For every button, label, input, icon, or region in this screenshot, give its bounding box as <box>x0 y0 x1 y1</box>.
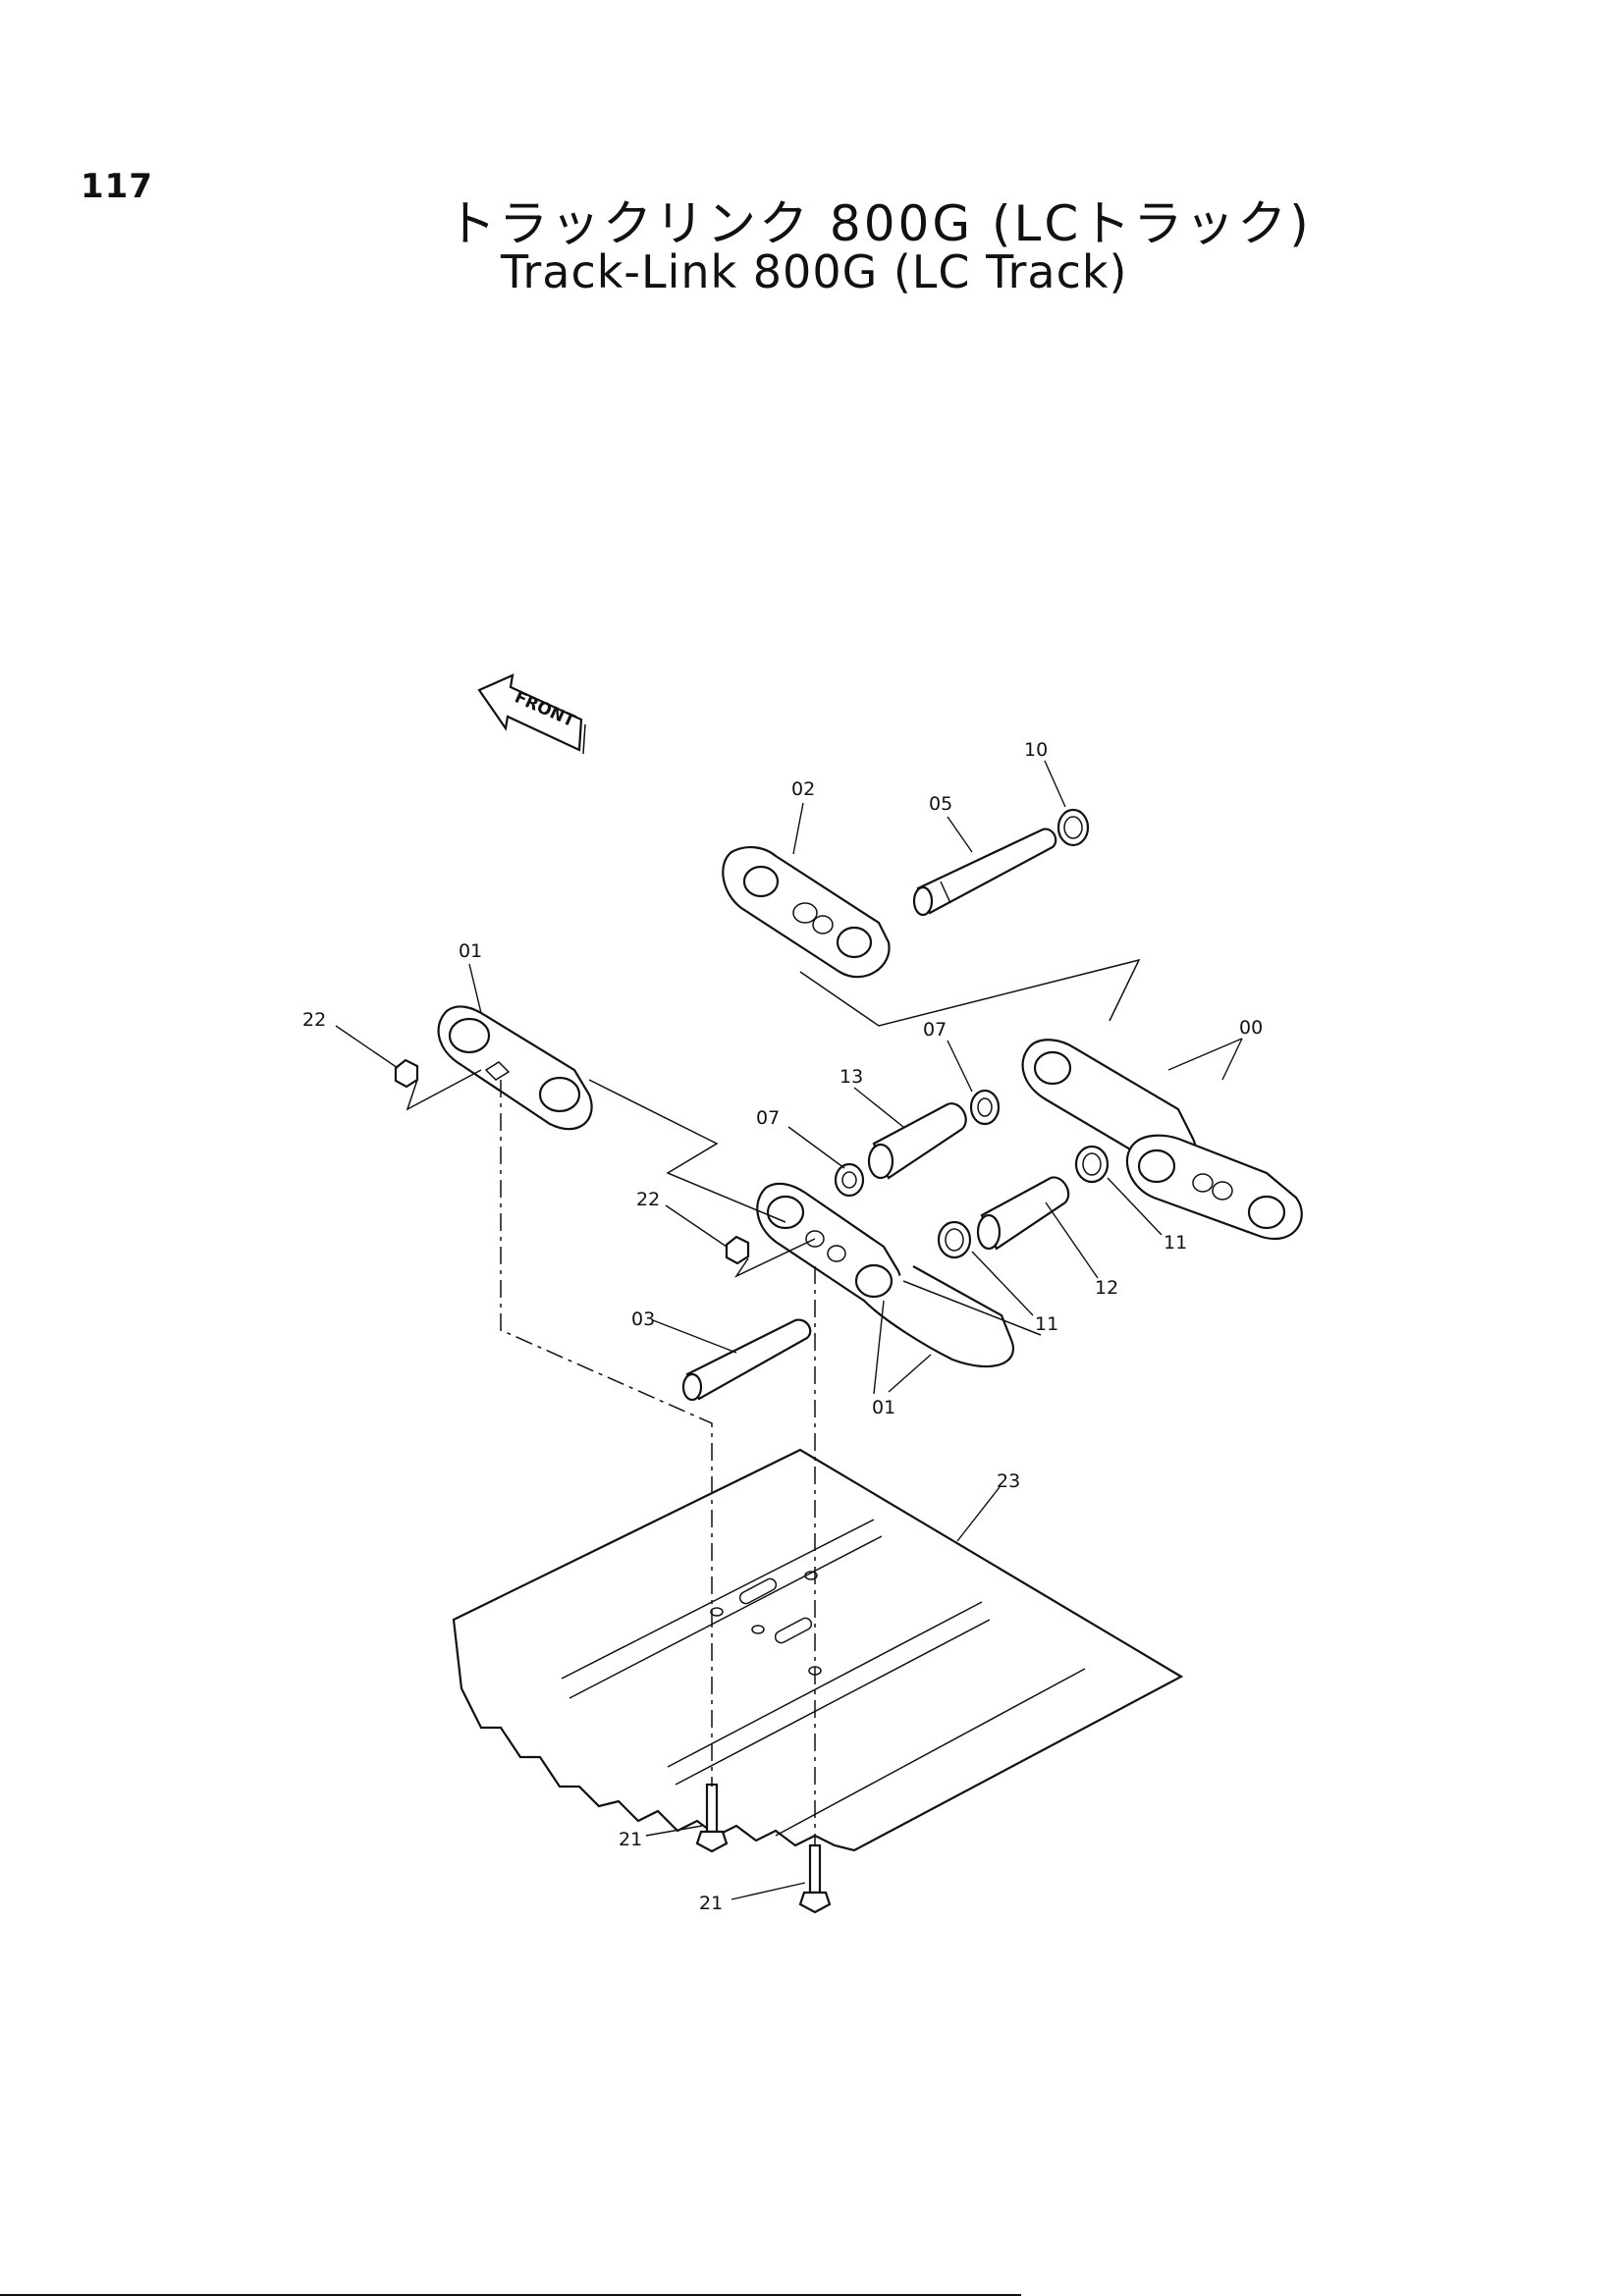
title-japanese: トラックリンク 800G (LCトラック) <box>447 195 1312 252</box>
alignment-lines <box>500 1080 816 1845</box>
leader-lines <box>335 760 1243 1900</box>
part-13-bushing <box>867 1102 967 1180</box>
part-02-master-link <box>722 846 891 979</box>
part-11-seal-left <box>937 1220 972 1259</box>
title-english: Track-Link 800G (LC Track) <box>501 245 1128 298</box>
callout-11-left: 11 <box>1035 1313 1058 1335</box>
part-07-seal-upper <box>969 1089 1001 1126</box>
callout-22-lower: 22 <box>636 1189 660 1210</box>
callout-05: 05 <box>929 793 952 815</box>
callout-01-upper: 01 <box>459 940 482 962</box>
callout-21-left: 21 <box>619 1829 642 1850</box>
callout-00: 00 <box>1239 1017 1263 1039</box>
part-05-pin <box>912 828 1057 917</box>
callout-07-upper: 07 <box>923 1019 947 1041</box>
callout-21-right: 21 <box>699 1893 723 1914</box>
callout-01-lower: 01 <box>872 1397 895 1418</box>
part-12-bushing <box>976 1176 1070 1251</box>
part-01-link-lower <box>756 1182 1014 1368</box>
callout-07-lower: 07 <box>756 1107 780 1129</box>
page-number: 117 <box>81 167 153 206</box>
front-arrow-icon: FRONT <box>477 673 586 755</box>
part-07-seal-lower <box>834 1162 865 1198</box>
part-23-track-shoe <box>452 1448 1184 1852</box>
part-22-nut-upper <box>394 1058 419 1089</box>
callout-11-right: 11 <box>1164 1232 1187 1254</box>
callout-23: 23 <box>997 1470 1020 1492</box>
callouts: 10 02 05 01 22 07 00 13 07 22 11 11 12 0… <box>302 739 1263 1914</box>
part-21-bolt-left <box>695 1783 729 1853</box>
callout-03: 03 <box>631 1308 655 1330</box>
part-00-link-assembly <box>1021 1039 1303 1240</box>
callout-02: 02 <box>791 778 815 800</box>
part-03-pin <box>681 1318 812 1402</box>
part-21-bolt-right <box>798 1843 832 1914</box>
callout-22-upper: 22 <box>302 1009 326 1031</box>
part-22-nut-lower <box>725 1235 750 1265</box>
callout-12: 12 <box>1095 1277 1118 1299</box>
callout-10: 10 <box>1024 739 1048 761</box>
callout-13: 13 <box>839 1066 863 1088</box>
part-11-seal-right <box>1074 1145 1110 1184</box>
assembly-guide-lines <box>406 958 1141 1336</box>
part-01-link-upper <box>437 1005 593 1131</box>
part-10-ring <box>1056 808 1090 847</box>
